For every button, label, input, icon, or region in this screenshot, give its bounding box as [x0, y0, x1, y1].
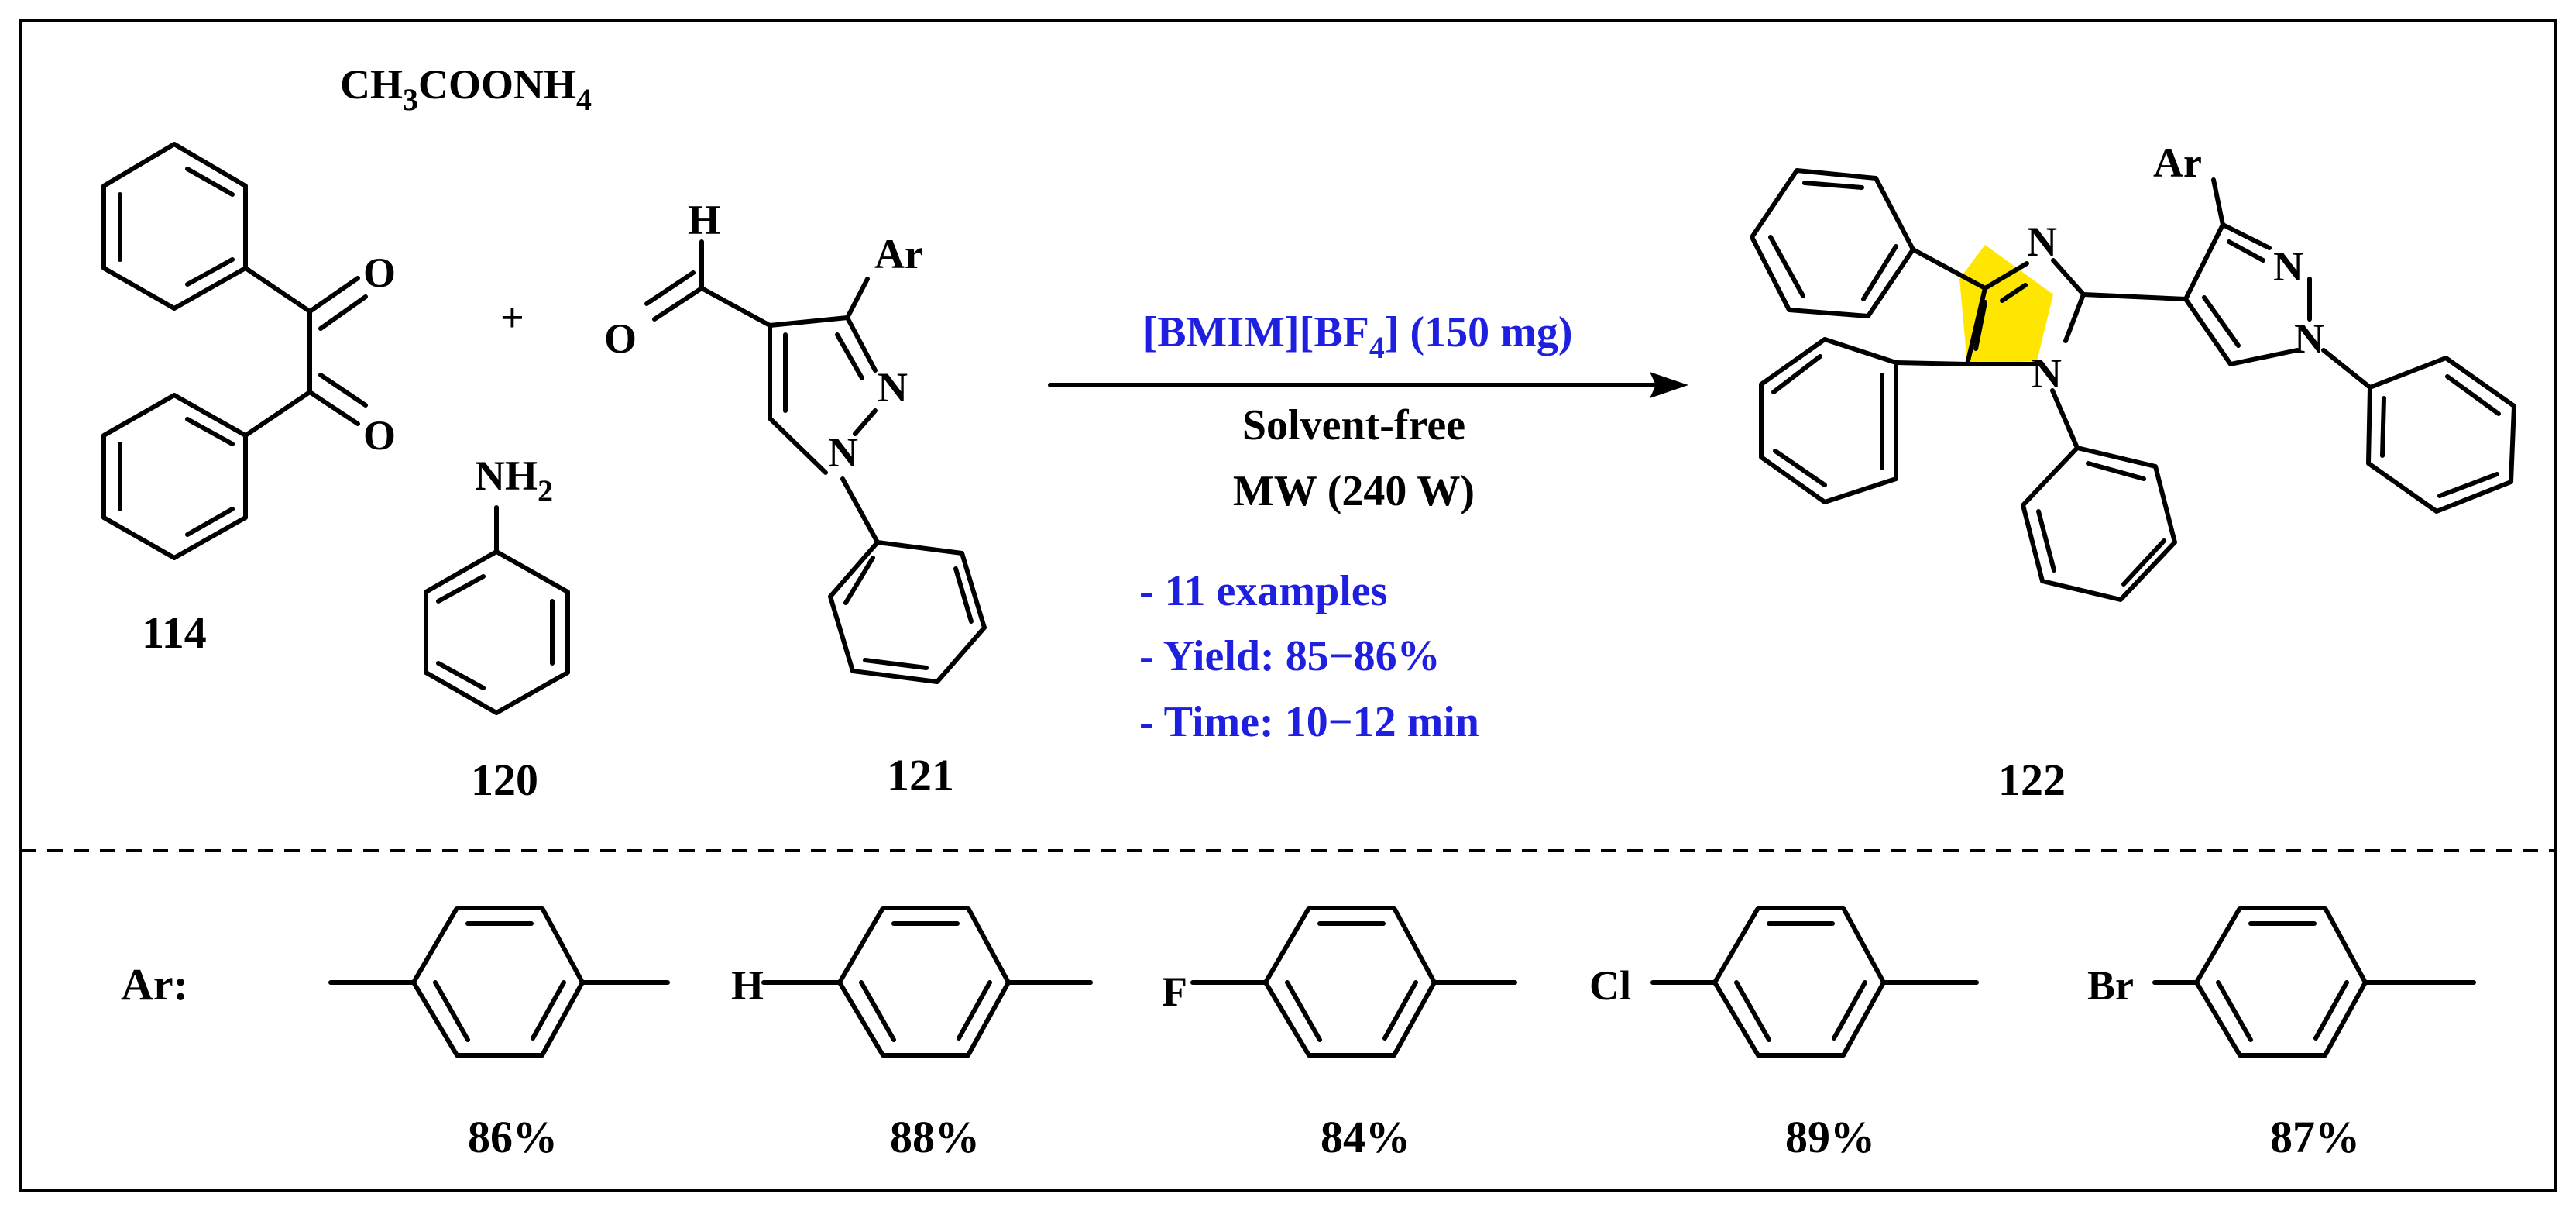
reaction-arrow: [1048, 372, 1688, 398]
atom-label: Ar: [874, 231, 923, 277]
aniline-structure: [424, 505, 570, 715]
microwave-condition: MW (240 W): [1233, 467, 1475, 515]
aniline-amine-label: NH2: [475, 452, 553, 508]
atom-label: N: [2294, 315, 2324, 362]
pyrazole-aldehyde-structure: [644, 239, 987, 684]
atom-label: O: [604, 315, 637, 362]
atom-label: N: [878, 364, 908, 411]
yield-value: 87%: [2270, 1112, 2360, 1162]
aryl-substituent-phenyl: [761, 906, 1093, 1058]
aryl-substituent-bromophenyl: [2152, 906, 2476, 1058]
plus-sign: +: [500, 294, 524, 341]
atom-label: O: [363, 412, 396, 459]
solvent-condition: Solvent-free: [1242, 401, 1465, 449]
compound-number-114: 114: [142, 607, 207, 658]
ammonium-acetate-formula: CH3COONH4: [340, 61, 592, 117]
benzil-structure: [101, 142, 368, 560]
atom-label: N: [2032, 350, 2062, 397]
scheme-frame: [19, 19, 2557, 1192]
product-structure: [1750, 168, 2516, 602]
ar-label: Ar:: [121, 959, 188, 1010]
atom-label: N: [2027, 218, 2057, 265]
aryl-substituent-chlorophenyl: [1650, 906, 1979, 1058]
atom-label: Cl: [1589, 962, 1631, 1009]
atom-label: N: [828, 429, 858, 476]
yield-value: 84%: [1321, 1112, 1410, 1162]
imidazole-highlight: [1959, 245, 2053, 364]
yield-value: 88%: [890, 1112, 980, 1162]
atom-label: N: [2273, 243, 2303, 290]
yield-note: - Yield: 85−86%: [1139, 632, 1441, 680]
atom-label: Br: [2087, 962, 2134, 1009]
atom-label: Ar: [2153, 139, 2202, 186]
atom-label: H: [731, 962, 764, 1009]
aryl-substituent-methyl: [328, 906, 670, 1058]
yield-value: 89%: [1785, 1112, 1875, 1162]
examples-note: - 11 examples: [1139, 567, 1387, 615]
atom-label: O: [363, 249, 396, 296]
time-note: - Time: 10−12 min: [1139, 698, 1479, 746]
compound-number-122: 122: [1998, 755, 2066, 805]
atom-label: H: [688, 197, 720, 243]
compound-number-120: 120: [471, 755, 538, 805]
yield-value: 86%: [468, 1112, 558, 1162]
aryl-substituent-fluorophenyl: [1190, 906, 1517, 1058]
atom-label: F: [1162, 968, 1187, 1015]
compound-number-121: 121: [887, 750, 954, 800]
catalyst-label: [BMIM][BF4] (150 mg): [1143, 308, 1573, 365]
